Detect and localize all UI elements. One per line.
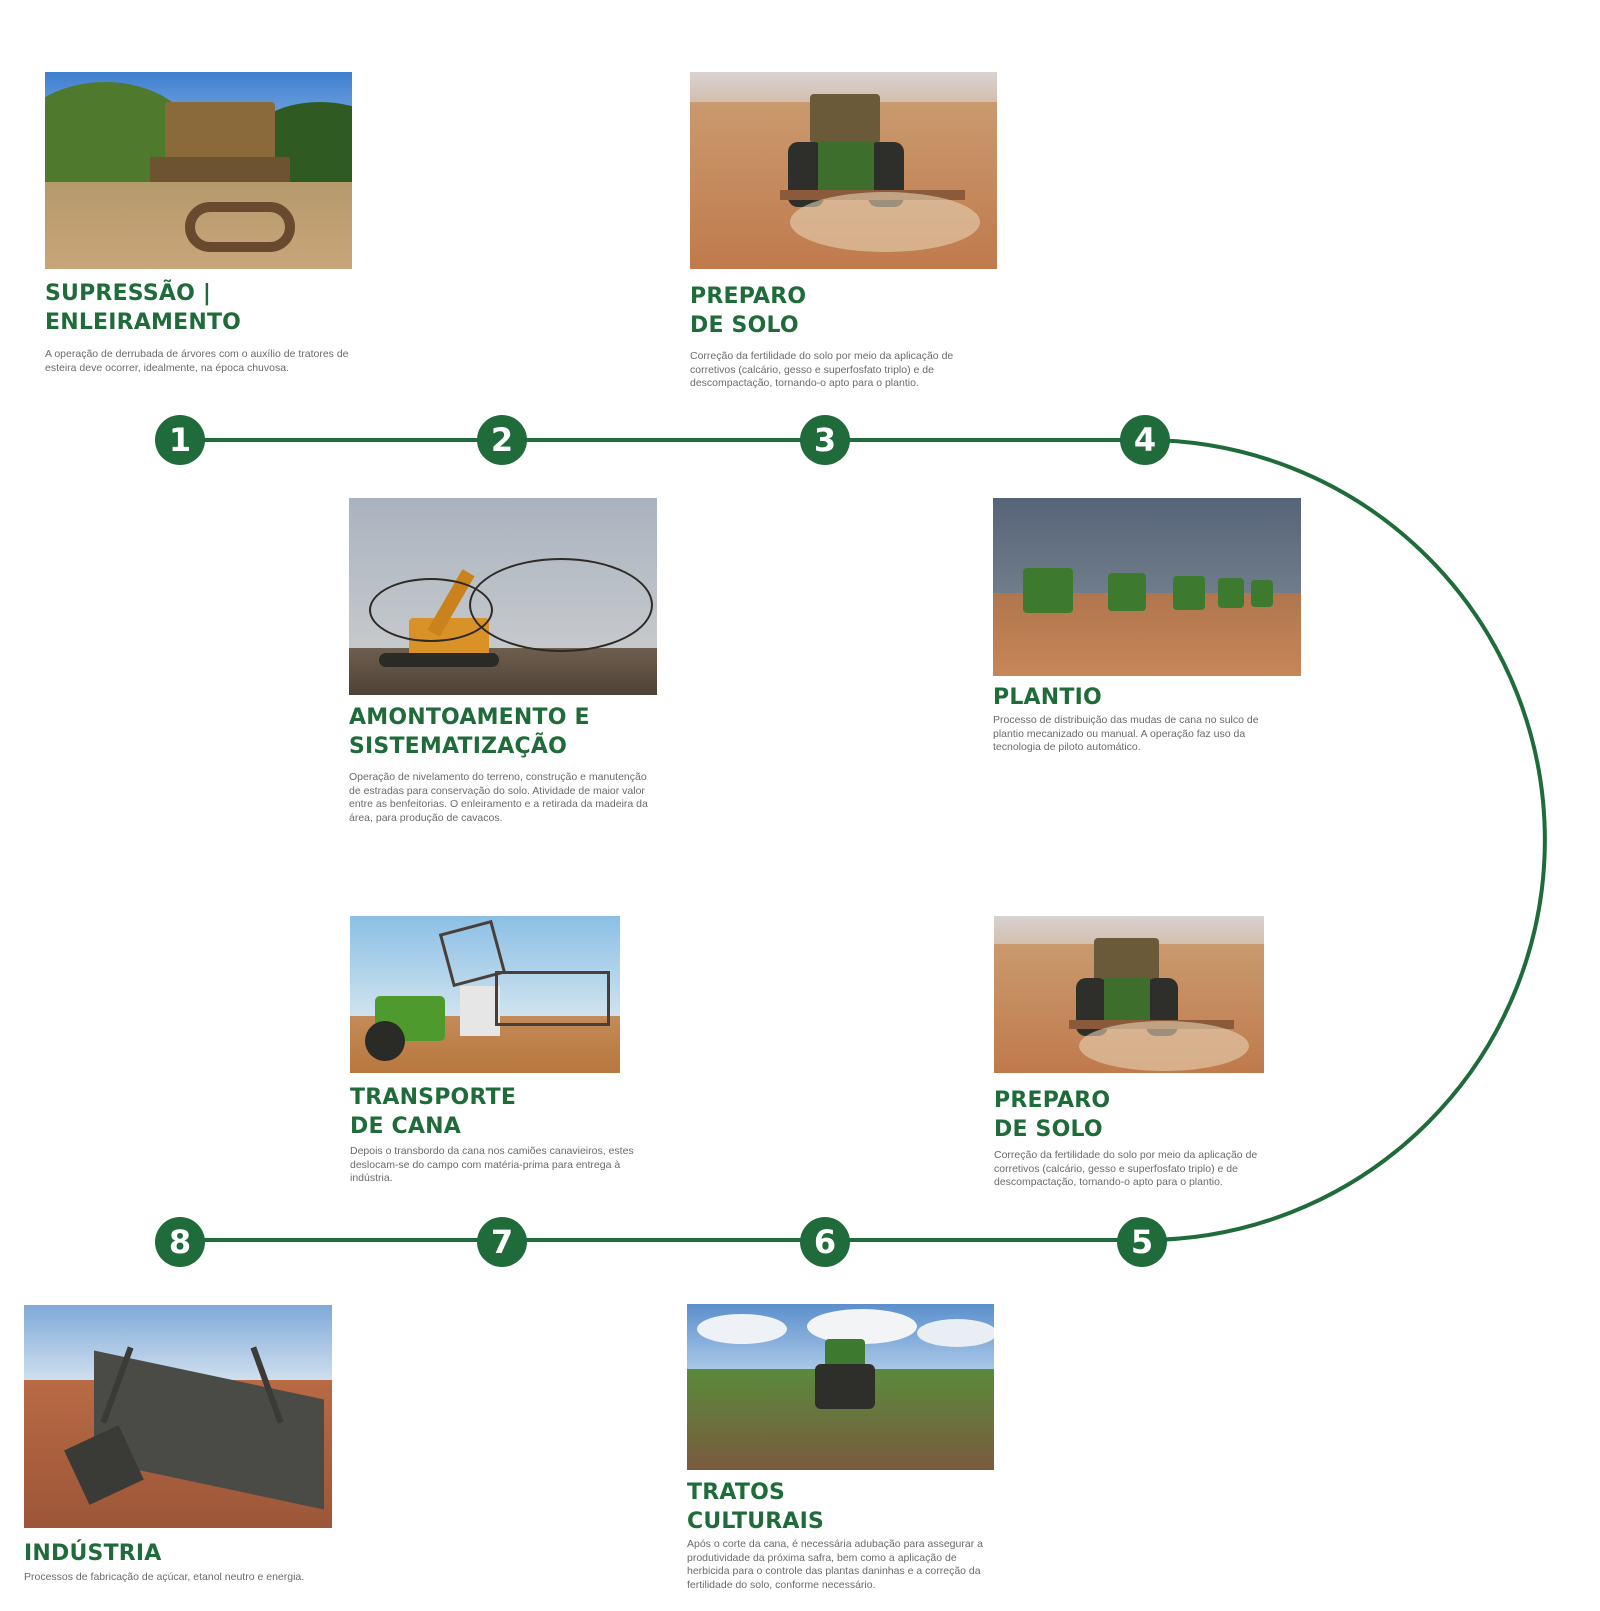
step-title: AMONTOAMENTO E SISTEMATIZAÇÃO — [349, 705, 590, 759]
excavator-image — [349, 498, 657, 695]
step-marker-5[interactable]: 5 — [1117, 1217, 1167, 1267]
step-description: Operação de nivelamento do terreno, cons… — [349, 771, 648, 824]
cane-truck-image — [350, 916, 620, 1073]
step-title: TRATOS CULTURAIS — [687, 1480, 825, 1534]
step-title: PLANTIO — [993, 685, 1102, 710]
tractor-harrow-image — [994, 916, 1264, 1073]
cane-field-tractor-image — [687, 1304, 994, 1470]
step-description: Depois o transbordo da cana nos camiões … — [350, 1145, 634, 1184]
step-card-2: AMONTOAMENTO E SISTEMATIZAÇÃO Operação d… — [349, 498, 659, 825]
step-marker-7[interactable]: 7 — [477, 1217, 527, 1267]
step-title: PREPARO DE SOLO — [994, 1088, 1111, 1142]
step-description: Correção da fertilidade do solo por meio… — [994, 1149, 1258, 1188]
step-description: Correção da fertilidade do solo por meio… — [690, 350, 954, 389]
tractor-harrow-image — [690, 72, 997, 269]
step-description: Processo de distribuição das mudas de ca… — [993, 714, 1259, 753]
step-description: A operação de derrubada de árvores com o… — [45, 348, 349, 374]
step-title: TRANSPORTE DE CANA — [350, 1085, 517, 1139]
planting-tractors-image — [993, 498, 1301, 676]
step-card-4: PLANTIO Processo de distribuição das mud… — [993, 498, 1303, 755]
step-description: Processos de fabricação de açúcar, etano… — [24, 1571, 305, 1583]
step-marker-6[interactable]: 6 — [800, 1217, 850, 1267]
step-marker-1[interactable]: 1 — [155, 415, 205, 465]
step-marker-3[interactable]: 3 — [800, 415, 850, 465]
step-title: SUPRESSÃO | ENLEIRAMENTO — [45, 281, 242, 335]
step-card-5: PREPARO DE SOLO Correção da fertilidade … — [994, 916, 1294, 1190]
step-marker-2[interactable]: 2 — [477, 415, 527, 465]
industry-image — [24, 1305, 332, 1528]
step-card-7: TRANSPORTE DE CANA Depois o transbordo d… — [350, 916, 650, 1186]
step-title: PREPARO DE SOLO — [690, 284, 807, 338]
step-marker-8[interactable]: 8 — [155, 1217, 205, 1267]
step-card-6: TRATOS CULTURAIS Após o corte da cana, é… — [687, 1304, 997, 1592]
step-marker-4[interactable]: 4 — [1120, 415, 1170, 465]
step-card-3: PREPARO DE SOLO Correção da fertilidade … — [690, 72, 1000, 391]
bulldozer-image — [45, 72, 352, 269]
step-card-1: SUPRESSÃO | ENLEIRAMENTO A operação de d… — [45, 72, 355, 375]
step-card-8: INDÚSTRIA Processos de fabricação de açú… — [24, 1305, 364, 1585]
step-description: Após o corte da cana, é necessária aduba… — [687, 1538, 983, 1591]
step-title: INDÚSTRIA — [24, 1541, 162, 1566]
